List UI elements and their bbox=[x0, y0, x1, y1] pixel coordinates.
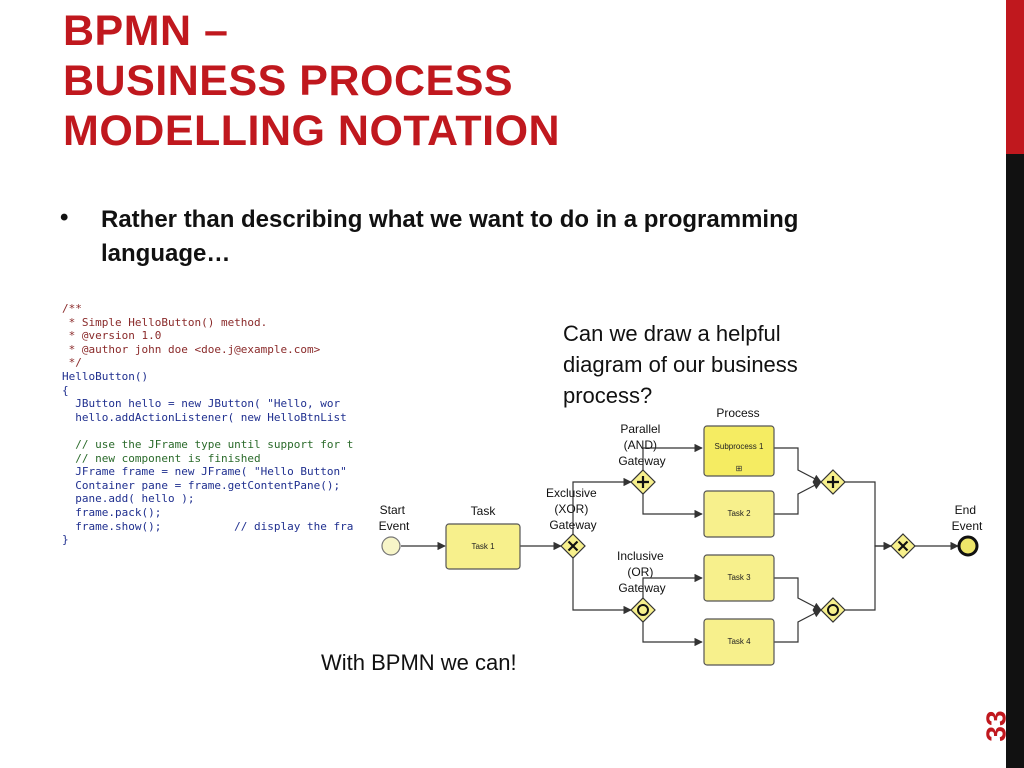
flow-and-to-subprocess bbox=[642, 443, 703, 470]
label-start-line-2: Event bbox=[379, 519, 410, 533]
and-split-gateway bbox=[630, 469, 656, 495]
subprocess-1-label: Subprocess 1 bbox=[715, 442, 764, 451]
title-line-1: BPMN – bbox=[63, 7, 229, 55]
page-number-text: 33 bbox=[981, 710, 1012, 742]
code-line: JButton hello = new JButton( "Hello, wor bbox=[62, 397, 341, 411]
flow-subprocess-to-join-and bbox=[772, 447, 822, 483]
code-line: Container pane = frame.getContentPane(); bbox=[62, 478, 341, 492]
circle-icon bbox=[637, 604, 649, 616]
or-split-gateway bbox=[630, 597, 656, 623]
flow-xor-to-and bbox=[572, 477, 632, 534]
code-line: } bbox=[62, 533, 69, 547]
page-number: 33 bbox=[981, 706, 1012, 746]
bpmn-diagram: Start Event Task Exclusive (XOR) Gateway… bbox=[379, 406, 983, 666]
note-question: Can we draw a helpful diagram of our bus… bbox=[563, 321, 798, 408]
label-process: Process bbox=[716, 406, 759, 420]
task-2-box bbox=[703, 490, 775, 538]
task-4-label: Task 4 bbox=[727, 637, 751, 646]
start-event-circle bbox=[381, 536, 401, 556]
code-line: // new component is finished bbox=[62, 451, 261, 465]
label-inclusive-line-1: Inclusive bbox=[617, 549, 664, 563]
label-parallel-line-2: (AND) bbox=[624, 438, 657, 452]
code-line: pane.add( hello ); bbox=[62, 492, 195, 506]
subprocess-1-box bbox=[703, 425, 775, 477]
flow-task2-to-join-and bbox=[772, 481, 822, 515]
label-start-event: Start Event bbox=[379, 503, 410, 533]
label-inclusive-line-3: Gateway bbox=[618, 581, 665, 595]
code-line: HelloButton() bbox=[62, 369, 149, 383]
note-answer: With BPMN we can! bbox=[321, 650, 517, 675]
task-3-label: Task 3 bbox=[727, 573, 751, 582]
subprocess-collapse-icon: ⊞ bbox=[736, 464, 743, 473]
code-line: frame.pack(); bbox=[62, 505, 162, 519]
code-line: * @version 1.0 bbox=[62, 329, 162, 343]
label-parallel-gateway: Parallel (AND) Gateway bbox=[618, 422, 665, 468]
label-end-line-1: End bbox=[955, 503, 976, 517]
task-1-box bbox=[445, 523, 521, 570]
task-2-label: Task 2 bbox=[727, 509, 751, 518]
label-start-line-1: Start bbox=[380, 503, 406, 517]
label-end-event: End Event bbox=[952, 503, 983, 533]
or-join-gateway bbox=[820, 597, 846, 623]
code-line: * @author john doe <doe.j@example.com> bbox=[62, 342, 321, 356]
title-line-3: MODELLING NOTATION bbox=[63, 107, 561, 155]
code-line: JFrame frame = new JFrame( "Hello Button… bbox=[62, 465, 347, 479]
code-line: /** bbox=[62, 302, 82, 315]
label-inclusive-line-2: (OR) bbox=[627, 565, 653, 579]
code-line: * Simple HelloButton() method. bbox=[62, 315, 268, 329]
flow-join-and-to-join-xor bbox=[845, 481, 892, 551]
slide-title: BPMN – BUSINESS PROCESS MODELLING NOTATI… bbox=[63, 6, 823, 156]
flow-or-to-task4 bbox=[642, 622, 703, 647]
code-sample: /** * Simple HelloButton() method. * @ve… bbox=[62, 302, 380, 562]
xor-split-gateway bbox=[560, 533, 586, 559]
code-line: */ bbox=[62, 356, 82, 370]
task-3-box bbox=[703, 554, 775, 602]
x-mark-icon bbox=[567, 540, 579, 552]
flow-xor-to-or bbox=[572, 558, 632, 615]
code-line: hello.addActionListener( new HelloBtnLis… bbox=[62, 410, 347, 424]
or-join-diamond bbox=[820, 597, 846, 623]
label-exclusive-line-1: Exclusive bbox=[546, 486, 597, 500]
sidebar-accent-bar bbox=[1006, 0, 1024, 154]
flow-task4-to-join-or bbox=[772, 609, 822, 643]
flow-and-to-task2 bbox=[642, 494, 703, 519]
plus-icon bbox=[827, 476, 839, 488]
bullet-text: Rather than describing what we want to d… bbox=[101, 206, 799, 267]
plus-icon bbox=[637, 476, 649, 488]
code-line: frame.show(); // display the fra bbox=[62, 519, 354, 533]
label-end-line-2: Event bbox=[952, 519, 983, 533]
x-mark-icon bbox=[897, 540, 909, 552]
bullet-marker: • bbox=[60, 204, 69, 231]
label-task: Task bbox=[471, 504, 497, 518]
title-line-2: BUSINESS PROCESS bbox=[63, 57, 514, 105]
sequence-flows bbox=[401, 443, 959, 647]
xor-join-gateway bbox=[890, 533, 916, 559]
label-inclusive-gateway: Inclusive (OR) Gateway bbox=[617, 549, 667, 595]
code-line: { bbox=[62, 383, 69, 397]
and-join-gateway bbox=[820, 469, 846, 495]
slide-sidebar bbox=[1006, 0, 1024, 768]
task-1-label: Task 1 bbox=[471, 542, 495, 551]
sidebar-dark-bar bbox=[1006, 154, 1024, 768]
code-line bbox=[62, 424, 380, 438]
or-split-diamond bbox=[630, 597, 656, 623]
task-4-box bbox=[703, 618, 775, 666]
end-event-circle bbox=[957, 535, 979, 557]
label-parallel-line-1: Parallel bbox=[620, 422, 660, 436]
code-line: // use the JFrame type until support for… bbox=[62, 437, 354, 451]
circle-icon bbox=[827, 604, 839, 616]
flow-join-or-to-join-xor bbox=[845, 541, 892, 611]
flow-or-to-task3 bbox=[642, 573, 703, 598]
label-exclusive-line-2: (XOR) bbox=[554, 502, 588, 516]
flow-task3-to-join-or bbox=[772, 577, 822, 611]
label-parallel-line-3: Gateway bbox=[618, 454, 665, 468]
